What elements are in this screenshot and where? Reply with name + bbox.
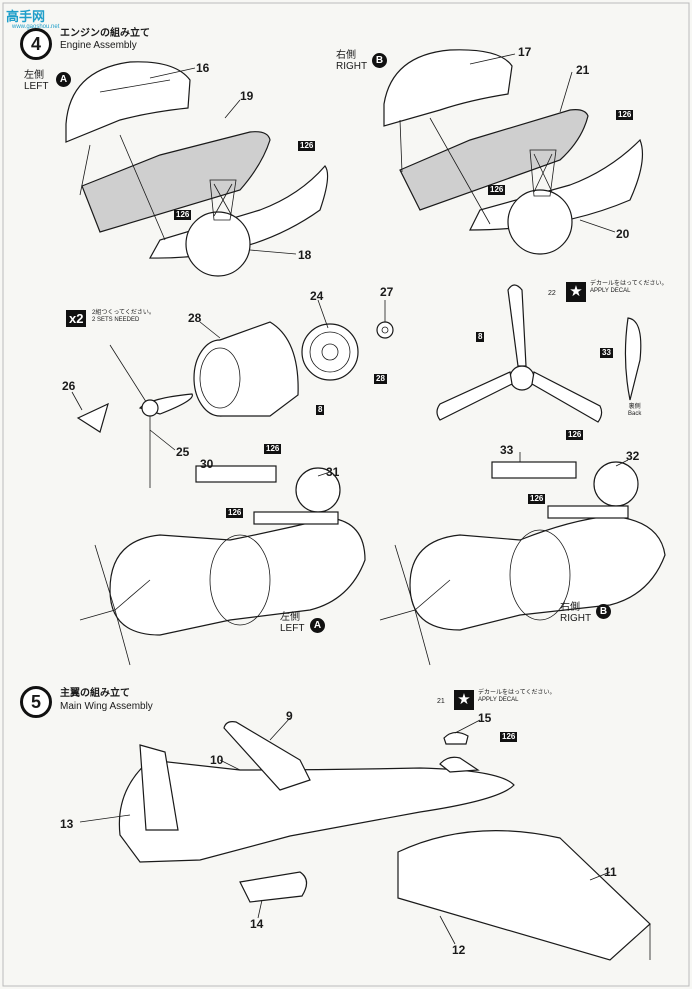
part-19: 19 xyxy=(240,89,254,103)
sets-note-en: 2 SETS NEEDED xyxy=(92,316,140,323)
right-side-en: RIGHT xyxy=(336,61,368,72)
part-11: 11 xyxy=(604,865,617,879)
left-side-label: 左側 LEFT xyxy=(24,70,48,92)
decal-126-i: 126 xyxy=(500,732,518,742)
star-decal-icon-step5: ★ xyxy=(454,690,474,710)
bottom-right-jp: 右側 xyxy=(560,602,580,613)
decal-note-step4-jp: デカールをはってください。 xyxy=(590,281,668,287)
step-5-title-jp: 主翼の組み立て xyxy=(60,688,130,699)
decal-126-f: 126 xyxy=(226,508,244,518)
decal-126-g: 126 xyxy=(566,430,584,440)
step-5-badge: 5 xyxy=(20,686,52,718)
sets-note: 2組つくってください。 2 SETS NEEDED xyxy=(92,310,155,324)
right-side-jp: 右側 xyxy=(336,50,356,61)
back-label-jp: 裏側 xyxy=(628,404,641,410)
decal-126-h: 126 xyxy=(528,494,546,504)
right-side-letter: B xyxy=(372,53,387,68)
decal-126-c: 126 xyxy=(616,110,634,120)
part-18: 18 xyxy=(298,248,312,262)
part-9: 9 xyxy=(286,709,293,723)
bottom-left-letter: A xyxy=(310,618,325,633)
decal-126-e: 126 xyxy=(264,444,282,454)
sets-multiplier: x2 xyxy=(66,310,87,327)
decal-28-box: 28 xyxy=(374,374,387,384)
part-17: 17 xyxy=(518,45,532,59)
back-label: 裏側 Back xyxy=(628,404,641,418)
left-side-en: LEFT xyxy=(24,81,49,92)
part-30: 30 xyxy=(200,457,214,471)
part-16: 16 xyxy=(196,61,210,75)
star-decal-icon-step4: ★ xyxy=(566,282,586,302)
part-24: 24 xyxy=(310,289,324,303)
bottom-left-en: LEFT xyxy=(280,623,305,634)
part-33-box: 33 xyxy=(600,348,613,358)
bottom-right-letter: B xyxy=(596,604,611,619)
left-side-jp: 左側 xyxy=(24,70,44,81)
watermark-title: 高手网 xyxy=(6,9,46,24)
part-27: 27 xyxy=(380,285,394,299)
part-25: 25 xyxy=(176,445,190,459)
part-28: 28 xyxy=(188,311,202,325)
part-31: 31 xyxy=(326,465,340,479)
decal-22-label: 22 xyxy=(548,290,556,297)
part-10: 10 xyxy=(210,753,224,767)
part-14: 14 xyxy=(250,917,264,931)
left-side-letter: A xyxy=(56,72,71,87)
back-label-en: Back xyxy=(628,410,642,417)
decal-126-d: 126 xyxy=(488,185,506,195)
decal-note-step5-jp: デカールをはってください。 xyxy=(478,690,556,696)
bottom-right-label: 右側 RIGHT xyxy=(560,602,591,624)
part-13: 13 xyxy=(60,817,74,831)
decal-126-b: 126 xyxy=(174,210,192,220)
step-4-title-jp: エンジンの組み立て xyxy=(60,28,150,39)
right-side-label: 右側 RIGHT xyxy=(336,50,367,72)
part-26: 26 xyxy=(62,379,76,393)
step-5-title-en: Main Wing Assembly xyxy=(60,701,153,712)
sets-note-jp: 2組つくってください。 xyxy=(92,310,155,316)
decal-note-step4: デカールをはってください。 APPLY DECAL xyxy=(590,281,668,295)
part-12: 12 xyxy=(452,943,466,957)
decal-126-a: 126 xyxy=(298,141,316,151)
bottom-left-label: 左側 LEFT xyxy=(280,612,304,634)
bottom-left-jp: 左側 xyxy=(280,612,300,623)
decal-note-step5: デカールをはってください。 APPLY DECAL xyxy=(478,690,556,704)
step-4-badge: 4 xyxy=(20,28,52,60)
part-8-box-right: 8 xyxy=(476,332,485,342)
decal-note-step5-en: APPLY DECAL xyxy=(478,696,519,703)
part-32: 32 xyxy=(626,449,640,463)
part-8-box-left: 8 xyxy=(316,405,325,415)
watermark-url: www.gaoshou.net xyxy=(12,24,60,30)
part-21: 21 xyxy=(576,63,590,77)
part-15: 15 xyxy=(478,711,492,725)
part-20: 20 xyxy=(616,227,630,241)
decal-note-step4-en: APPLY DECAL xyxy=(590,287,631,294)
bottom-right-en: RIGHT xyxy=(560,613,592,624)
step-4-title-en: Engine Assembly xyxy=(60,40,137,51)
part-33: 33 xyxy=(500,443,514,457)
decal-21-label: 21 xyxy=(437,698,445,705)
